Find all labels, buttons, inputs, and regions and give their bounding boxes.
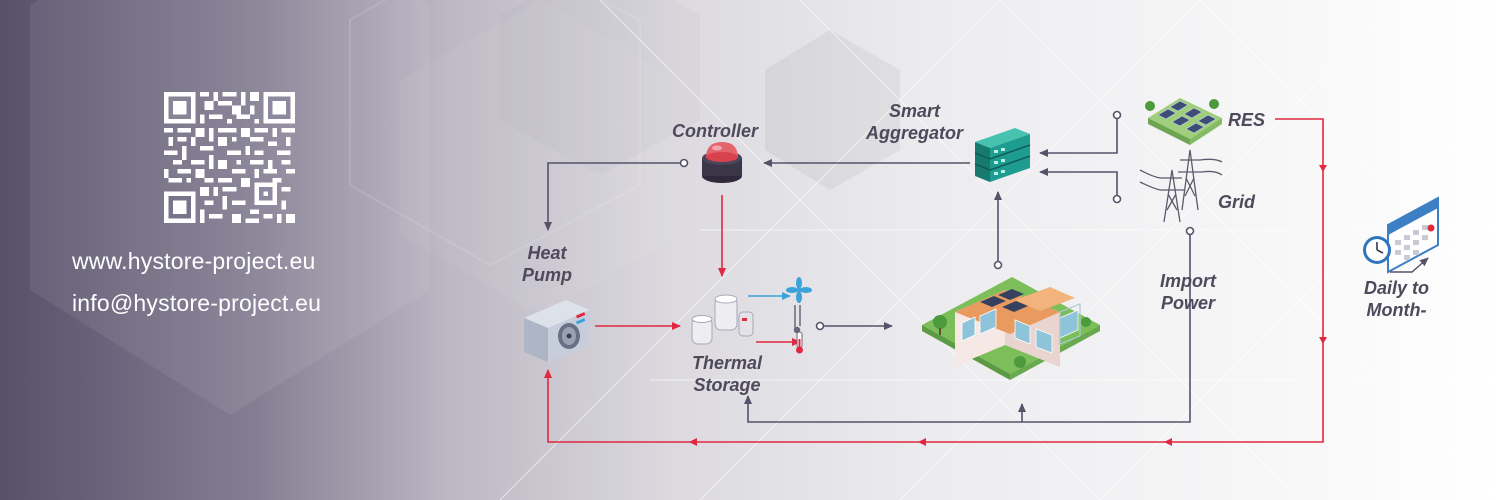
website-url[interactable]: www.hystore-project.eu	[72, 248, 316, 274]
thermal-storage-label: Thermal Storage	[692, 353, 763, 395]
import-power-label: Import Power	[1160, 271, 1216, 313]
smart-aggregator-label: Smart Aggregator	[866, 101, 964, 143]
res-label: RES	[1228, 110, 1266, 130]
solar-panels-icon	[1145, 98, 1222, 145]
heat-pump-icon	[524, 300, 590, 362]
thermometer-icon	[796, 331, 803, 354]
pylon-icon	[1139, 149, 1223, 223]
thermal-storage-icon	[691, 294, 754, 345]
control-lines	[544, 110, 1195, 423]
heat-pump-label: Heat Pump	[522, 243, 573, 285]
valve-icon	[793, 305, 801, 334]
clock-calendar-icon	[1363, 196, 1439, 274]
daily-to-month-label: Daily to Month-	[1364, 278, 1430, 320]
fan-icon	[786, 277, 812, 303]
grid-label: Grid	[1218, 192, 1256, 212]
aggregator-server-icon	[974, 128, 1031, 182]
email-address[interactable]: info@hystore-project.eu	[72, 290, 322, 316]
controller-label: Controller	[672, 121, 759, 141]
building-icon	[922, 277, 1100, 380]
energy-flow-lines	[544, 118, 1327, 446]
controller-icon	[702, 142, 742, 183]
qr-code-icon	[164, 92, 295, 223]
